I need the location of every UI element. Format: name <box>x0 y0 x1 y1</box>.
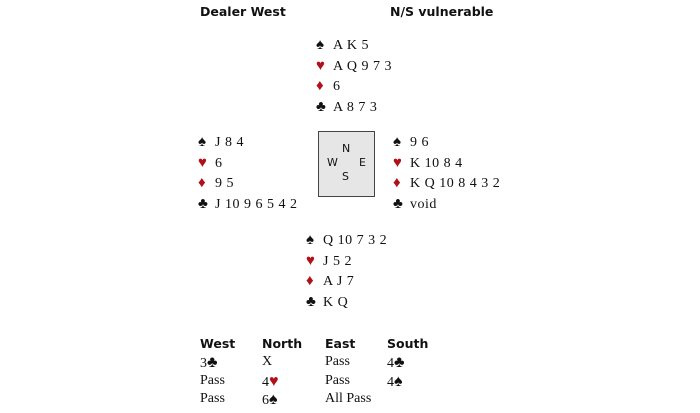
spades-cards: 9 6 <box>410 135 429 150</box>
spade-suit-icon: ♠ <box>306 232 315 248</box>
diamonds-row: ♦6 <box>316 76 392 97</box>
spades-row: ♠ A K 5 <box>316 35 392 56</box>
auction-call: X <box>262 354 324 373</box>
diamond-suit-icon: ♦ <box>316 78 325 94</box>
hand-north: ♠A K 5♥A Q 9 7 3♦6♣A 8 7 3 <box>316 35 392 117</box>
clubs-row: ♣ J 10 9 6 5 4 2 <box>198 194 297 215</box>
auction-header: West <box>200 336 236 351</box>
call-suit-icon: ♠ <box>269 391 278 408</box>
auction-call: Pass <box>325 354 387 373</box>
auction-call: Pass <box>325 373 387 392</box>
heart-suit-icon: ♥ <box>316 57 326 74</box>
spades-cards: Q 10 7 3 2 <box>323 233 388 248</box>
hearts-row: ♥ A Q 9 7 3 <box>316 56 392 77</box>
clubs-cards: void <box>410 196 437 212</box>
auction-call: All Pass <box>325 391 387 410</box>
diamonds-row: ♦ K Q 10 8 4 3 2 <box>393 173 500 194</box>
spades-cards: J 8 4 <box>215 135 244 150</box>
diamonds-cards: K Q 10 8 4 3 2 <box>410 176 501 191</box>
diamonds-row: ♦ A J 7 <box>306 271 387 292</box>
diamonds-cards: 9 5 <box>215 176 234 191</box>
call-suit-icon: ♠ <box>394 372 403 390</box>
call-text: Pass <box>200 391 225 406</box>
auction-call: 4♣ <box>387 354 449 373</box>
call-text: 4 <box>262 374 269 390</box>
call-suit-icon: ♣ <box>207 354 218 371</box>
call-suit-icon: ♣ <box>394 354 405 371</box>
dealer-label: Dealer West <box>200 4 286 19</box>
hearts-cards: J 5 2 <box>323 253 352 269</box>
hearts-row: ♥ K 10 8 4 <box>393 153 500 174</box>
call-text: Pass <box>325 372 350 388</box>
hand-east: ♠ 9 6 ♥ K 10 8 4 ♦ K Q 10 8 4 3 2 ♣ void <box>393 132 500 214</box>
vulnerability-label: N/S vulnerable <box>390 4 494 19</box>
heart-suit-icon: ♥ <box>198 154 208 171</box>
auction-call: Pass <box>200 373 262 392</box>
spades-row: ♠ 9 6 <box>393 132 500 153</box>
auction-header: South <box>387 336 429 351</box>
compass-east: E <box>359 156 366 169</box>
auction-header: East <box>325 336 356 351</box>
call-text: Pass <box>200 372 225 388</box>
diamonds-cards: 6 <box>333 79 341 94</box>
club-suit-icon: ♣ <box>316 98 327 115</box>
auction-call: Pass <box>200 391 262 410</box>
hearts-row: ♥6 <box>198 153 297 174</box>
club-suit-icon: ♣ <box>393 195 404 212</box>
spade-suit-icon: ♠ <box>198 134 207 150</box>
club-suit-icon: ♣ <box>198 195 209 212</box>
compass-north: N <box>342 142 351 155</box>
hand-south: ♠ Q 10 7 3 2 ♥ J 5 2 ♦ A J 7 ♣ K Q <box>306 230 387 312</box>
call-suit-icon: ♥ <box>269 372 279 390</box>
clubs-cards: J 10 9 6 5 4 2 <box>215 196 298 212</box>
auction-call: 4♠ <box>387 373 449 392</box>
auction-call: 3♣ <box>200 354 262 373</box>
clubs-cards: A 8 7 3 <box>333 99 378 115</box>
hearts-row: ♥ J 5 2 <box>306 251 387 272</box>
spades-row: ♠ J 8 4 <box>198 132 297 153</box>
compass-west: W <box>327 156 338 169</box>
clubs-row: ♣ A 8 7 3 <box>316 97 392 118</box>
call-text: Pass <box>325 354 350 369</box>
hearts-cards: A Q 9 7 3 <box>333 58 392 74</box>
clubs-row: ♣ void <box>393 194 500 215</box>
hearts-cards: 6 <box>215 155 223 171</box>
compass-south: S <box>342 170 349 183</box>
call-text: 3 <box>200 356 207 371</box>
spades-row: ♠ Q 10 7 3 2 <box>306 230 387 251</box>
call-text: X <box>262 354 273 369</box>
diamond-suit-icon: ♦ <box>306 273 315 289</box>
auction-call: 6♠ <box>262 391 324 410</box>
call-text: All Pass <box>325 391 372 406</box>
club-suit-icon: ♣ <box>306 293 317 310</box>
diamonds-cards: A J 7 <box>323 274 355 289</box>
heart-suit-icon: ♥ <box>306 252 316 269</box>
diamond-suit-icon: ♦ <box>393 175 402 191</box>
compass-table: N W E S <box>318 131 375 197</box>
heart-suit-icon: ♥ <box>393 154 403 171</box>
hearts-cards: K 10 8 4 <box>410 155 463 171</box>
call-text: 4 <box>387 374 394 390</box>
clubs-row: ♣ K Q <box>306 292 387 313</box>
spades-cards: A K 5 <box>333 38 369 53</box>
diamond-suit-icon: ♦ <box>198 175 207 191</box>
spade-suit-icon: ♠ <box>316 37 325 53</box>
hand-west: ♠J 8 4♥6♦9 5♣J 10 9 6 5 4 2 <box>198 132 297 214</box>
diamonds-row: ♦ 9 5 <box>198 173 297 194</box>
clubs-cards: K Q <box>323 294 349 310</box>
auction-header: North <box>262 336 303 351</box>
call-text: 6 <box>262 393 269 408</box>
call-text: 4 <box>387 356 394 371</box>
spade-suit-icon: ♠ <box>393 134 402 150</box>
auction-call: 4♥ <box>262 373 324 392</box>
